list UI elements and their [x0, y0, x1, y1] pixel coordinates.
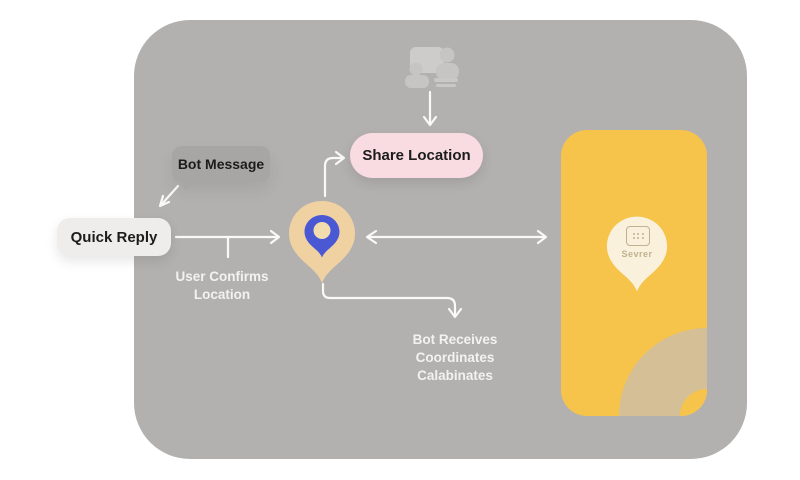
bot-receives-line1: Bot Receives [412, 332, 498, 347]
user-confirms-label: User Confirms Location [152, 268, 292, 304]
server-pin-icon [606, 216, 668, 292]
server-icon [626, 226, 650, 246]
share-location-label: Share Location [362, 147, 471, 164]
share-location-button[interactable]: Share Location [350, 133, 483, 178]
bot-receives-label: Bot Receives Coordinates Calabinates [385, 331, 525, 385]
phone-mockup: Sevrer [561, 130, 707, 416]
bot-receives-line2: Coordinates [415, 350, 495, 365]
user-confirms-line1: User Confirms [175, 269, 269, 284]
user-confirms-line2: Location [193, 287, 251, 302]
bubble-tail [182, 181, 197, 191]
location-pin-icon [289, 201, 355, 283]
server-dots-row [627, 233, 649, 235]
quick-reply-button[interactable]: Quick Reply [57, 218, 171, 256]
bot-receives-line3: Calabinates [417, 368, 493, 383]
quick-reply-label: Quick Reply [70, 228, 158, 246]
users-chat-icon [405, 47, 459, 88]
server-label: Sevrer [621, 249, 653, 259]
bot-message-label: Bot Message [177, 156, 265, 172]
server-dots-row [627, 237, 649, 239]
bot-message-bubble: Bot Message [172, 146, 270, 191]
